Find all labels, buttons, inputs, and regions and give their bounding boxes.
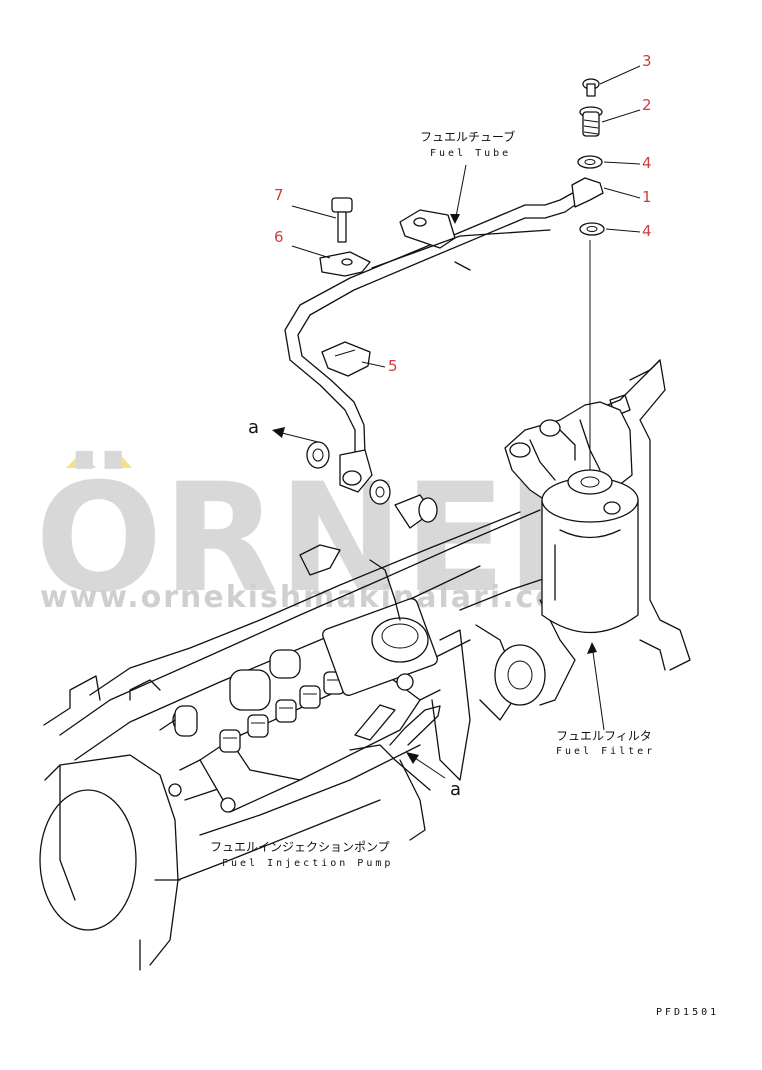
- part-number-4-lower: 4: [642, 222, 652, 240]
- part-2-hollow-bolt: [579, 106, 603, 137]
- fuel-filter-label-en: Fuel Filter: [556, 746, 655, 757]
- fuel-filter-label-jp: フュエルフィルタ: [556, 729, 652, 743]
- part-7-bolt: [331, 197, 353, 243]
- gasket-a: [306, 441, 330, 469]
- part-4-washer-lower: [579, 222, 605, 236]
- part-6-clamp: [319, 251, 371, 277]
- part-number-5: 5: [388, 357, 398, 375]
- leader-lines: [272, 65, 641, 779]
- part-number-6: 6: [274, 228, 284, 246]
- pump-label-en: Fuel Injection Pump: [222, 858, 393, 869]
- fuel-tube-label-jp: フュエルチューブ: [420, 129, 515, 144]
- watermark-accent-right: [104, 452, 132, 468]
- loose-parts: [306, 78, 605, 529]
- ref-a-bottom: a: [450, 779, 461, 800]
- gasket-b: [369, 479, 391, 505]
- part-number-3: 3: [642, 52, 652, 70]
- part-number-4-upper: 4: [642, 154, 652, 172]
- engine-block: [39, 509, 576, 971]
- callout-labels: フュエルチューブ Fuel Tube フュエルフィルタ Fuel Filter …: [210, 129, 719, 1018]
- drawing-code: PFD1501: [656, 1007, 719, 1018]
- part-numbers: 3 2 4 1 4 7 6 5: [274, 52, 652, 375]
- part-number-2: 2: [642, 96, 652, 114]
- fuel-filter-assembly: [504, 359, 691, 671]
- part-3-bolt-small: [582, 78, 600, 97]
- part-4-washer-upper: [577, 155, 603, 169]
- pump-hollow-bolt: [394, 494, 438, 529]
- part-number-7: 7: [274, 186, 284, 204]
- fuel-tube: [284, 177, 604, 493]
- pump-label-jp: フュエルインジェクションポンプ: [210, 840, 390, 854]
- part-5-clamp: [321, 341, 371, 377]
- fuel-tube-label-en: Fuel Tube: [430, 148, 511, 159]
- watermark-accent-left: [66, 452, 96, 468]
- part-number-1: 1: [642, 188, 652, 206]
- ref-a-top: a: [248, 417, 259, 438]
